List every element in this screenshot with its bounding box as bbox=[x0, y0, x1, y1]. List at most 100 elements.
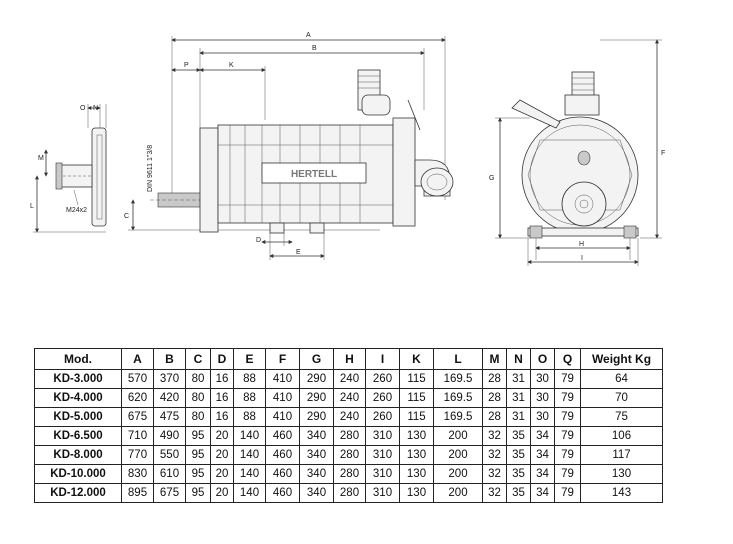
value-cell: 35 bbox=[506, 445, 531, 465]
value-cell: 310 bbox=[365, 445, 400, 465]
value-cell: 16 bbox=[210, 407, 234, 427]
header-i: I bbox=[365, 348, 400, 370]
value-cell: 770 bbox=[121, 445, 154, 465]
model-cell: KD-3.000 bbox=[34, 369, 122, 389]
dim-label-c: C bbox=[124, 213, 129, 220]
dim-label-e: E bbox=[296, 249, 301, 256]
value-cell: 95 bbox=[185, 426, 211, 446]
value-cell: 240 bbox=[333, 369, 366, 389]
header-f: F bbox=[265, 348, 300, 370]
value-cell: 130 bbox=[399, 426, 434, 446]
value-cell: 140 bbox=[233, 483, 266, 503]
dim-label-b: B bbox=[312, 45, 317, 52]
value-cell: 88 bbox=[233, 388, 266, 408]
value-cell: 35 bbox=[506, 426, 531, 446]
value-cell: 16 bbox=[210, 369, 234, 389]
value-cell: 340 bbox=[299, 483, 334, 503]
value-cell: 16 bbox=[210, 388, 234, 408]
value-cell: 115 bbox=[399, 388, 434, 408]
value-cell: 490 bbox=[153, 426, 186, 446]
value-cell: 570 bbox=[121, 369, 154, 389]
value-cell: 88 bbox=[233, 407, 266, 427]
value-cell: 675 bbox=[153, 483, 186, 503]
value-cell: 79 bbox=[554, 445, 581, 465]
value-cell: 106 bbox=[580, 426, 663, 446]
value-cell: 75 bbox=[580, 407, 663, 427]
header-a: A bbox=[121, 348, 154, 370]
value-cell: 79 bbox=[554, 483, 581, 503]
value-cell: 200 bbox=[433, 445, 483, 465]
value-cell: 32 bbox=[482, 445, 507, 465]
value-cell: 31 bbox=[506, 388, 531, 408]
header-q: Q bbox=[554, 348, 581, 370]
header-o: O bbox=[530, 348, 555, 370]
value-cell: 32 bbox=[482, 426, 507, 446]
header-k: K bbox=[399, 348, 434, 370]
value-cell: 28 bbox=[482, 388, 507, 408]
value-cell: 310 bbox=[365, 426, 400, 446]
value-cell: 130 bbox=[399, 464, 434, 484]
value-cell: 140 bbox=[233, 445, 266, 465]
value-cell: 20 bbox=[210, 426, 234, 446]
model-cell: KD-4.000 bbox=[34, 388, 122, 408]
value-cell: 460 bbox=[265, 426, 300, 446]
value-cell: 240 bbox=[333, 388, 366, 408]
header-model: Mod. bbox=[34, 348, 122, 370]
value-cell: 31 bbox=[506, 407, 531, 427]
value-cell: 280 bbox=[333, 483, 366, 503]
value-cell: 475 bbox=[153, 407, 186, 427]
value-cell: 410 bbox=[265, 369, 300, 389]
value-cell: 420 bbox=[153, 388, 186, 408]
value-cell: 710 bbox=[121, 426, 154, 446]
pump-side-view: A B P K DIN 9611 1"3/8 C HERT bbox=[124, 32, 454, 260]
value-cell: 310 bbox=[365, 464, 400, 484]
dim-label-m: M bbox=[38, 155, 44, 162]
dim-label-f: F bbox=[661, 150, 665, 157]
value-cell: 675 bbox=[121, 407, 154, 427]
header-l: L bbox=[433, 348, 483, 370]
value-cell: 169.5 bbox=[433, 407, 483, 427]
header-n: N bbox=[506, 348, 531, 370]
dim-label-i: I bbox=[581, 255, 583, 262]
value-cell: 70 bbox=[580, 388, 663, 408]
value-cell: 370 bbox=[153, 369, 186, 389]
value-cell: 80 bbox=[185, 369, 211, 389]
header-e: E bbox=[233, 348, 266, 370]
pump-front-view: G F H I bbox=[489, 39, 665, 266]
value-cell: 79 bbox=[554, 464, 581, 484]
table-header-row: Mod. A B C D E F G H I K L M N O Q Weigh… bbox=[34, 348, 663, 370]
value-cell: 340 bbox=[299, 426, 334, 446]
value-cell: 200 bbox=[433, 426, 483, 446]
value-cell: 410 bbox=[265, 388, 300, 408]
value-cell: 34 bbox=[530, 464, 555, 484]
value-cell: 610 bbox=[153, 464, 186, 484]
header-b: B bbox=[153, 348, 186, 370]
value-cell: 79 bbox=[554, 369, 581, 389]
value-cell: 340 bbox=[299, 464, 334, 484]
value-cell: 34 bbox=[530, 445, 555, 465]
value-cell: 895 bbox=[121, 483, 154, 503]
value-cell: 460 bbox=[265, 445, 300, 465]
shaft-std-label: DIN 9611 1"3/8 bbox=[147, 145, 154, 192]
value-cell: 115 bbox=[399, 369, 434, 389]
value-cell: 80 bbox=[185, 388, 211, 408]
value-cell: 130 bbox=[399, 445, 434, 465]
value-cell: 169.5 bbox=[433, 369, 483, 389]
value-cell: 31 bbox=[506, 369, 531, 389]
model-cell: KD-5.000 bbox=[34, 407, 122, 427]
dim-label-o: O bbox=[80, 105, 86, 112]
value-cell: 20 bbox=[210, 445, 234, 465]
value-cell: 830 bbox=[121, 464, 154, 484]
header-h: H bbox=[333, 348, 366, 370]
dim-label-a: A bbox=[306, 32, 311, 39]
value-cell: 34 bbox=[530, 426, 555, 446]
shaft-thread-label: M24x2 bbox=[66, 207, 87, 214]
value-cell: 115 bbox=[399, 407, 434, 427]
value-cell: 79 bbox=[554, 426, 581, 446]
dim-label-n: N bbox=[93, 105, 98, 112]
dim-label-k: K bbox=[229, 62, 234, 69]
value-cell: 64 bbox=[580, 369, 663, 389]
dim-label-h: H bbox=[579, 241, 584, 248]
